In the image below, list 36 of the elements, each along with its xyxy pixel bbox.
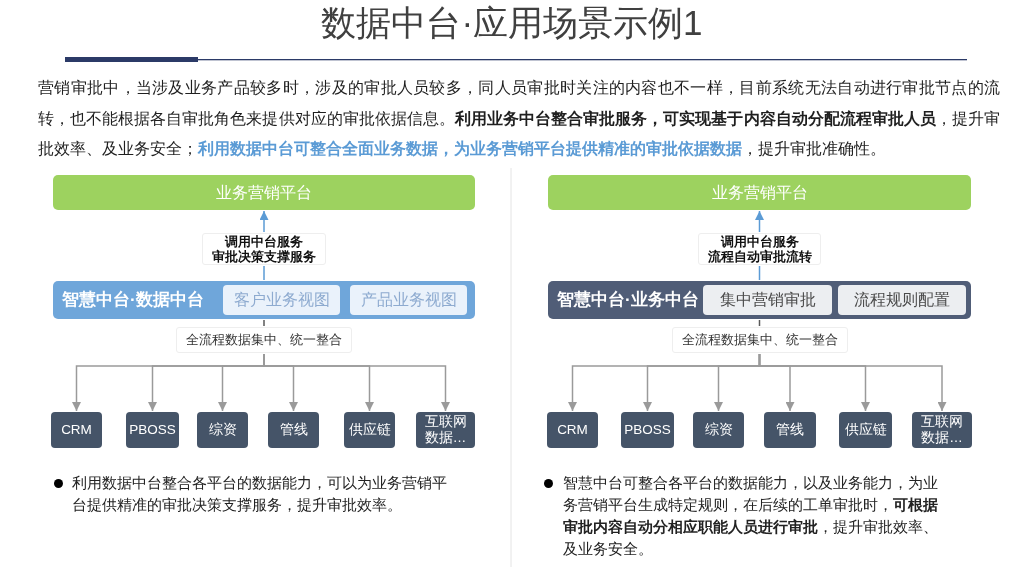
module-box: 产品业务视图 [350, 285, 467, 315]
platform-box: 业务营销平台 [53, 175, 475, 210]
module-box: 集中营销审批 [703, 285, 832, 315]
title: 数据中台·应用场景示例1 [321, 2, 703, 44]
source-box: 综资 [197, 412, 248, 448]
source-box: 供应链 [839, 412, 892, 448]
source-box: 互联网数据… [912, 412, 972, 448]
band-title: 智慧中台·数据中台 [62, 289, 204, 311]
source-box: PBOSS [621, 412, 674, 448]
band-title: 智慧中台·业务中台 [557, 289, 699, 311]
source-box: 综资 [693, 412, 744, 448]
source-box: 管线 [764, 412, 816, 448]
arrow [755, 210, 764, 233]
intro-paragraph: 营销审批中，当涉及业务产品较多时，涉及的审批人员较多，同人员审批时关注的内容也不一样，目前系统无法自动进行审批节点的流转，也不能根据各自审批角色来提供对应的审批依据信息。利用业务中台整合审批服务，可实现基于内容自动分配流程审批人员，提升审批效率、及业务安全；利用数据中台可整合全面业务数据，为业务营销平台提供精准的审批依据数据，提升审批准确性。 [38, 77, 1000, 159]
module-box: 客户业务视图 [223, 285, 340, 315]
label-box: 调用中台服务 流程自动审批流转 [698, 233, 821, 265]
label-box: 全流程数据集中、统一整合 [176, 327, 352, 353]
platform-band [53, 281, 475, 319]
source-box: 互联网数据… [416, 412, 475, 448]
bullet-text: 利用数据中台整合各平台的数据能力，可以为业务营销平台提供精准的审批决策支撑服务，提升审批效率。 [72, 473, 448, 515]
arrow [259, 210, 269, 233]
source-box: CRM [547, 412, 598, 448]
module-box: 流程规则配置 [838, 285, 966, 315]
platform-box: 业务营销平台 [548, 175, 971, 210]
platform-band [548, 281, 971, 319]
label-box: 全流程数据集中、统一整合 [671, 327, 848, 353]
bullet-text: 智慧中台可整合各平台的数据能力，以及业务能力，为业务营销平台生成特定规则，在后续的工单审批时，可根据审批内容自动分相应职能人员进行审批，提升审批效率、及业务安全。 [563, 473, 939, 559]
label-box: 调用中台服务 审批决策支撑服务 [202, 233, 326, 265]
source-box: 供应链 [344, 412, 395, 448]
arrow [263, 353, 450, 412]
connector-line [263, 319, 265, 327]
source-box: CRM [51, 412, 102, 448]
connector-line [263, 265, 265, 281]
source-box: 管线 [268, 412, 319, 448]
arrow [758, 353, 947, 412]
source-box: PBOSS [126, 412, 179, 448]
